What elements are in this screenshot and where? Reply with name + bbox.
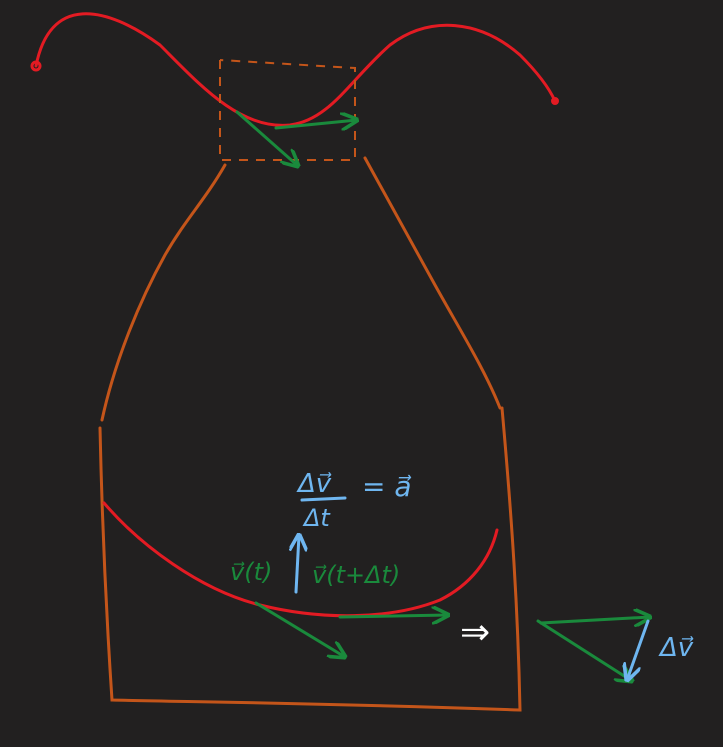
triangle-delta-v-label: Δv⃗ [658, 633, 694, 663]
curve-start-point [30, 60, 42, 72]
curve-end-point [551, 97, 559, 105]
implies-symbol: ⇒ [460, 612, 490, 653]
funnel-left-line [100, 163, 227, 422]
velocity-arrow-t [254, 601, 345, 657]
fraction-bar [300, 496, 347, 502]
velocity-arrow-t-dt [338, 615, 448, 617]
velocity-t-dt-label: v⃗(t+Δt) [312, 561, 400, 589]
funnel-right-line [363, 156, 502, 410]
velocity-t-label: v⃗(t) [230, 558, 272, 586]
triangle-velocity-t-dt [539, 617, 650, 623]
delta-t-denominator: Δt [302, 504, 331, 532]
trajectory-curve [34, 12, 557, 127]
delta-v-numerator: Δv⃗ [296, 469, 332, 499]
triangle-delta-v-arrow [627, 619, 650, 680]
magnified-curve [102, 501, 499, 618]
small-velocity-arrow-1 [235, 110, 298, 166]
zoom-box [219, 59, 356, 161]
equals-a-label: = a⃗ [362, 470, 412, 503]
triangle-velocity-t [536, 619, 632, 681]
small-velocity-arrow-2 [274, 120, 357, 128]
magnified-box [98, 406, 522, 712]
delta-v-arrow-center [296, 535, 299, 594]
